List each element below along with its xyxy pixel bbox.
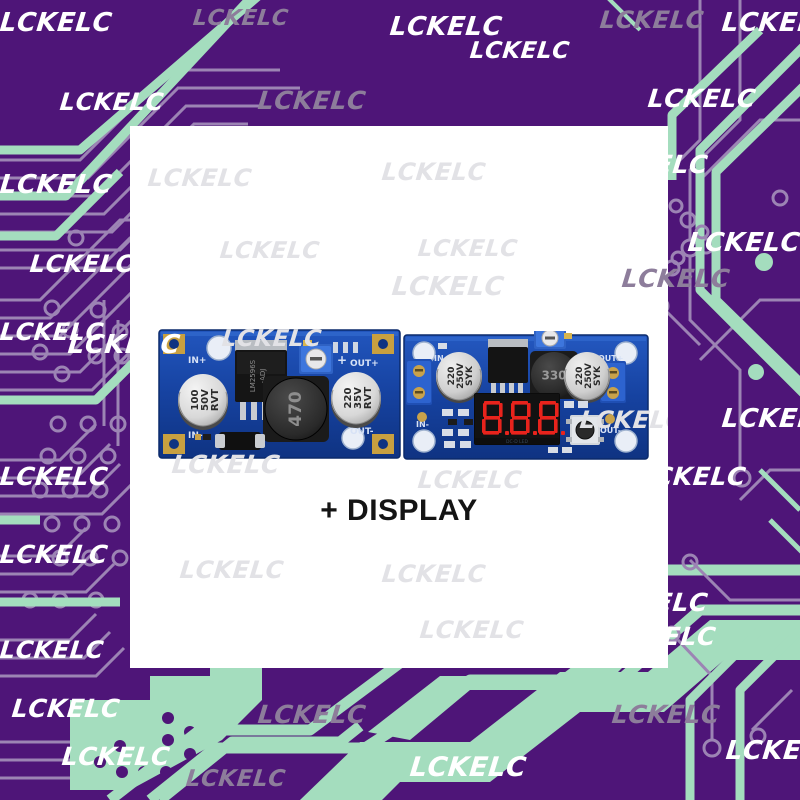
- svg-text:OUT+: OUT+: [350, 359, 379, 369]
- svg-text:250V: 250V: [456, 363, 466, 389]
- svg-text:250V: 250V: [584, 363, 594, 389]
- svg-text:330: 330: [541, 369, 566, 383]
- svg-text:SYK: SYK: [593, 365, 603, 386]
- svg-text:220: 220: [447, 367, 457, 386]
- watermark-text: LCKELC: [380, 158, 488, 186]
- pushbutton: [566, 415, 604, 445]
- svg-text:DC-D LED: DC-D LED: [506, 439, 528, 445]
- watermark-text: LCKELC: [380, 560, 488, 588]
- svg-text:OUT+: OUT+: [598, 354, 623, 363]
- svg-text:LM2596S: LM2596S: [249, 359, 257, 392]
- watermark-text: LCKELC: [218, 238, 321, 264]
- module-buck-converter-with-display: IN+ IN- OUT+ OUT-: [402, 331, 650, 463]
- watermark-text: LCKELC: [416, 466, 524, 494]
- svg-text:470: 470: [286, 391, 306, 427]
- panel-caption: + DISPLAY: [320, 494, 478, 527]
- watermark-text: LCKELC: [390, 272, 506, 302]
- watermark-text: LCKELC: [418, 616, 526, 644]
- watermark-text: LCKELC: [416, 236, 519, 262]
- watermark-text: LCKELC: [146, 164, 254, 192]
- svg-text:IN-: IN-: [416, 420, 429, 429]
- svg-text:IN+: IN+: [188, 356, 206, 366]
- watermark-text: LCKELC: [178, 556, 286, 584]
- svg-text:SYK: SYK: [465, 365, 475, 386]
- svg-text:-ADJ: -ADJ: [259, 369, 267, 384]
- module-buck-converter: IN+ IN- OUT+ OUT- + 100 50V RVT: [157, 326, 402, 466]
- svg-text:+: +: [337, 353, 347, 367]
- svg-text:100: 100: [190, 390, 201, 411]
- svg-text:OUT-: OUT-: [350, 427, 374, 437]
- svg-text:220: 220: [575, 367, 585, 386]
- svg-text:RVT: RVT: [210, 389, 221, 411]
- svg-text:OUT-: OUT-: [600, 426, 621, 435]
- svg-text:220: 220: [343, 388, 354, 409]
- svg-text:50V: 50V: [200, 389, 211, 411]
- led-voltmeter-display: DC-D LED: [474, 393, 565, 445]
- product-panel: IN+ IN- OUT+ OUT- + 100 50V RVT: [130, 126, 668, 668]
- svg-text:RVT: RVT: [363, 387, 374, 409]
- svg-text:IN+: IN+: [434, 354, 450, 363]
- svg-text:35V: 35V: [353, 387, 364, 409]
